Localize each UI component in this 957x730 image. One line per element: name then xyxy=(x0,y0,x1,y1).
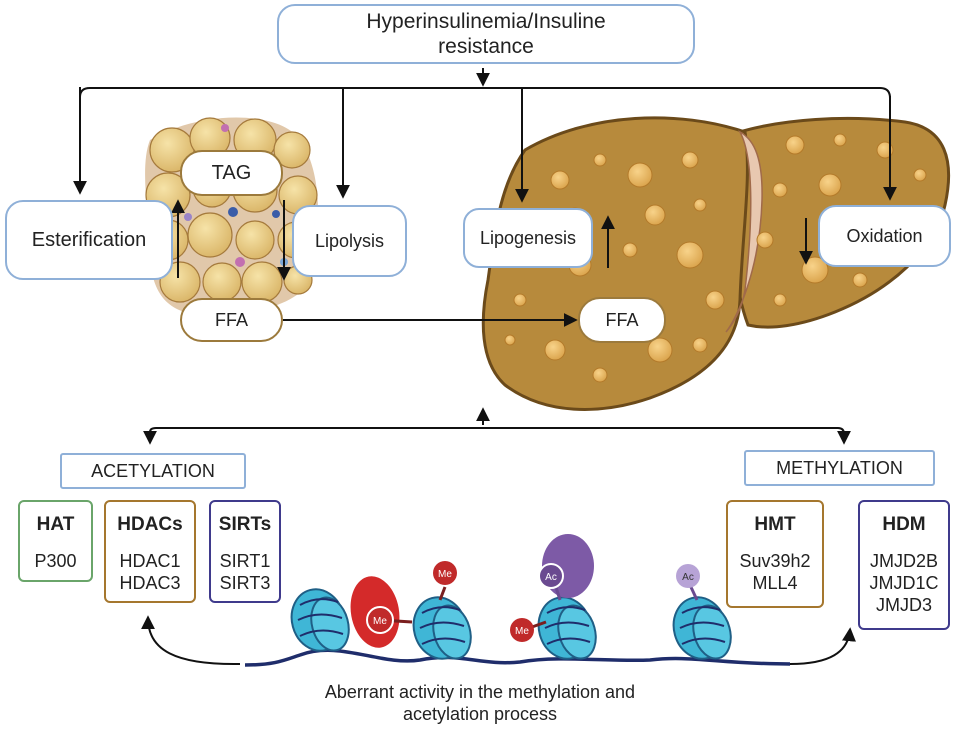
tag-pill: TAG xyxy=(180,150,283,196)
methylation-label: METHYLATION xyxy=(776,457,903,478)
methyl-mark-3: Me xyxy=(510,618,534,642)
sirts-item-1: SIRT1 xyxy=(219,551,271,571)
tag-label: TAG xyxy=(211,161,252,184)
acetyl-mark-2: Ac xyxy=(676,564,700,588)
lipogenesis-box: Lipogenesis xyxy=(463,208,593,268)
methyl-mark-1: Me xyxy=(366,606,394,634)
hdm-item-3: JMJD3 xyxy=(875,595,932,615)
sirts-box: SIRTs SIRT1 SIRT3 xyxy=(209,500,281,603)
falciform-ligament xyxy=(725,130,763,333)
acetylation-header: ACETYLATION xyxy=(60,453,246,489)
nucleosome xyxy=(412,596,472,660)
hdm-title: HDM xyxy=(882,514,926,535)
lipogenesis-label: Lipogenesis xyxy=(479,227,577,248)
methyl-label: Me xyxy=(373,616,387,627)
lipolysis-label: Lipolysis xyxy=(314,230,385,251)
sirts-title: SIRTs xyxy=(218,514,272,535)
hdacs-item-2: HDAC3 xyxy=(119,573,181,593)
hdm-item-1: JMJD2B xyxy=(869,551,938,571)
hmt-item-1: Suv39h2 xyxy=(739,551,811,571)
sirts-item-2: SIRT3 xyxy=(219,573,271,593)
methyl-mark-2: Me xyxy=(433,561,457,585)
liver-illustration xyxy=(481,116,951,411)
hat-title: HAT xyxy=(36,514,75,535)
acetylation-label: ACETYLATION xyxy=(91,460,215,481)
methyl-label: Me xyxy=(515,626,529,637)
branch-bar xyxy=(79,87,891,99)
hdacs-title: HDACs xyxy=(117,514,183,535)
hdm-item-2: JMJD1C xyxy=(869,573,939,593)
hdm-box: HDM JMJD2B JMJD1C JMJD3 xyxy=(858,500,950,630)
hdacs-box: HDACs HDAC1 HDAC3 xyxy=(104,500,196,603)
hmt-box: HMT Suv39h2 MLL4 xyxy=(726,500,824,608)
acetyl-label: Ac xyxy=(545,572,557,583)
hdacs-item-1: HDAC1 xyxy=(119,551,181,571)
oxidation-box: Oxidation xyxy=(818,205,951,267)
dna-strand xyxy=(244,648,791,667)
ffa-adipose-label: FFA xyxy=(214,309,248,330)
nucleosome xyxy=(537,596,597,660)
curve-to-hdacs xyxy=(141,615,241,666)
esterification-label: Esterification xyxy=(31,228,147,251)
lipolysis-box: Lipolysis xyxy=(292,205,407,277)
oxidation-label: Oxidation xyxy=(846,225,923,246)
nucleosome xyxy=(290,588,350,652)
curve-to-hdm xyxy=(789,627,856,665)
liver-fat-droplets xyxy=(504,133,927,383)
top-connectors xyxy=(73,68,897,327)
title-line-1: Hyperinsulinemia/Insuline xyxy=(366,10,606,33)
title-line-2: resistance xyxy=(438,35,534,58)
acetyl-mark-1: Ac xyxy=(538,563,564,589)
hat-box: HAT P300 xyxy=(18,500,93,582)
methylation-header: METHYLATION xyxy=(744,450,935,486)
hmt-item-2: MLL4 xyxy=(752,573,798,593)
ffa-liver-pill: FFA xyxy=(578,297,666,343)
nucleosome xyxy=(672,596,732,660)
hat-item-1: P300 xyxy=(34,551,77,571)
ffa-liver-label: FFA xyxy=(605,309,639,330)
esterification-box: Esterification xyxy=(5,200,173,280)
bottom-connectors xyxy=(141,407,856,666)
caption-line-1: Aberrant activity in the methylation and xyxy=(324,682,636,702)
ffa-adipose-pill: FFA xyxy=(180,298,283,342)
caption-line-2: acetylation process xyxy=(402,704,558,724)
chromatin-caption: Aberrant activity in the methylation and… xyxy=(250,681,710,725)
liver-left-lobe xyxy=(481,116,749,411)
chromatin-illustration: Me Me Me Ac Ac xyxy=(244,534,791,667)
hmt-title: HMT xyxy=(754,514,796,535)
epigenetics-branch xyxy=(149,427,845,440)
acetyl-label: Ac xyxy=(682,572,694,583)
title-box: Hyperinsulinemia/Insuline resistance xyxy=(277,4,695,64)
methyl-label: Me xyxy=(438,569,452,580)
